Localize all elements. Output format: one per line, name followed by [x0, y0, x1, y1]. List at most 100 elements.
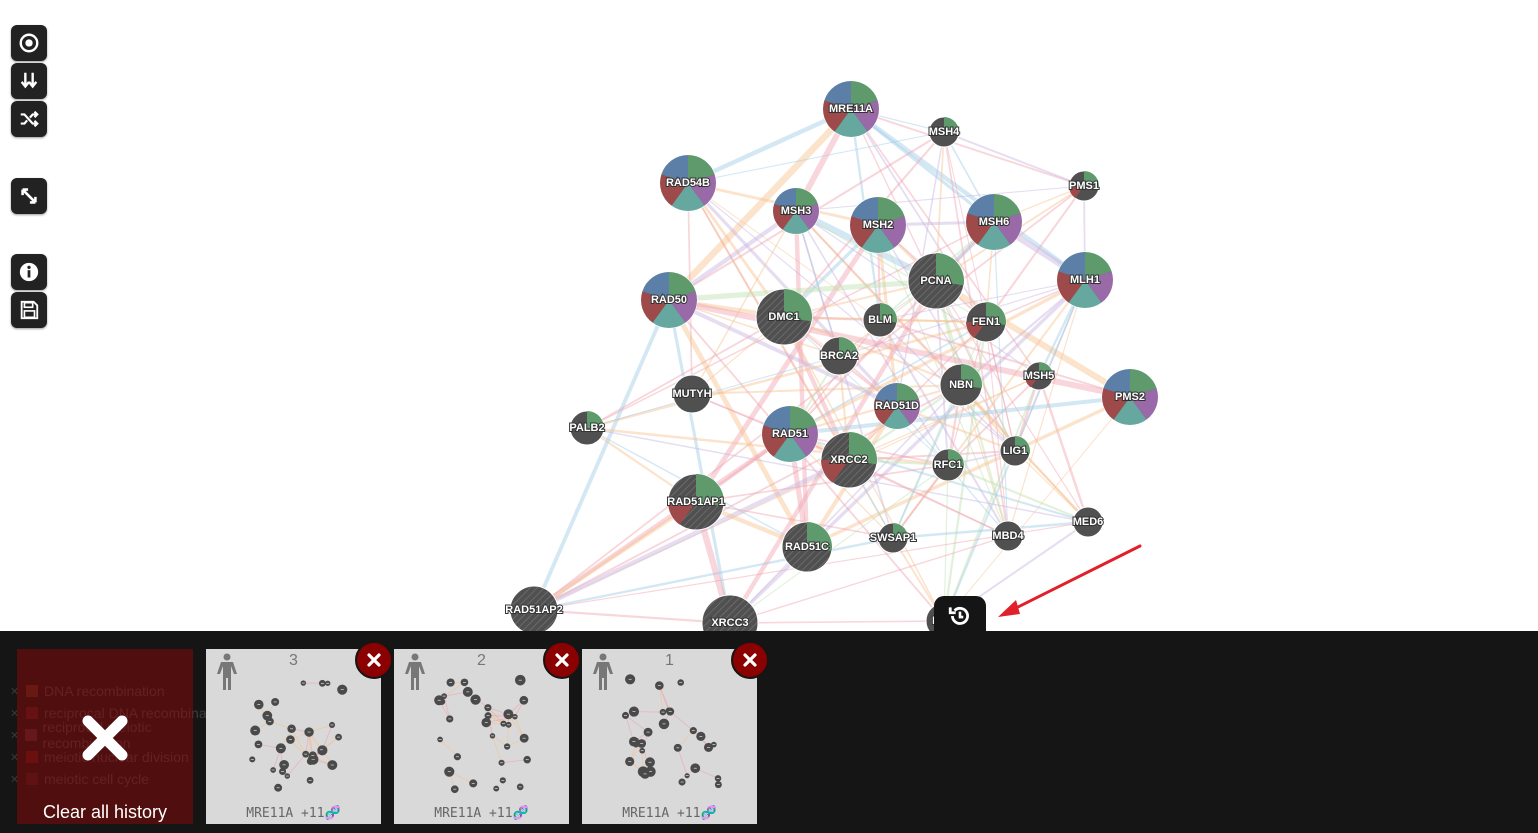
network-edge	[783, 316, 949, 466]
node-label: DMC1	[768, 311, 799, 323]
info-icon	[19, 262, 39, 282]
network-edge	[695, 501, 894, 539]
gene-node[interactable]: PMS1	[1068, 170, 1100, 202]
gene-node[interactable]: MBD4	[991, 520, 1025, 552]
history-toggle-button[interactable]	[934, 596, 986, 636]
fullscreen-button[interactable]	[11, 178, 47, 214]
network-edge	[1037, 375, 1090, 523]
network-edge	[532, 500, 698, 612]
gene-node[interactable]: RAD51C	[781, 521, 833, 573]
human-icon	[593, 653, 613, 690]
node-label: PALB2	[569, 422, 604, 434]
gene-node[interactable]: MSH5	[1023, 361, 1055, 391]
remove-icon: ✕	[10, 685, 20, 698]
gene-node[interactable]: RAD54B	[659, 154, 717, 212]
network-edge	[1014, 279, 1086, 452]
node-slice	[880, 303, 897, 323]
gene-node[interactable]: PMS2	[1101, 368, 1159, 426]
shuffle-button[interactable]	[11, 101, 47, 137]
network-edge	[668, 298, 898, 408]
gene-node[interactable]: DMC1	[755, 288, 813, 346]
gene-node[interactable]: XRCC2	[820, 431, 878, 489]
gene-node[interactable]: MUTYH	[671, 374, 713, 414]
layout-button[interactable]	[11, 63, 47, 99]
gene-node[interactable]: RFC1	[931, 448, 965, 482]
node-slice	[893, 523, 909, 541]
remove-history-button[interactable]	[731, 641, 769, 679]
gene-node[interactable]: MLH1	[1056, 251, 1114, 309]
network-edge	[666, 106, 854, 303]
network-edge	[533, 536, 894, 612]
node-label: MED6	[1073, 516, 1104, 528]
info-button[interactable]	[11, 254, 47, 290]
network-edge	[848, 459, 1009, 537]
node-slice	[967, 194, 994, 222]
node-slice	[782, 211, 810, 235]
human-icon	[217, 653, 237, 690]
node-slice	[850, 216, 878, 248]
node-label: NBN	[949, 379, 973, 391]
gene-node[interactable]: BLM	[862, 302, 898, 338]
gene-node[interactable]: FEN1	[965, 301, 1007, 343]
node-slice	[807, 522, 832, 551]
network-edge	[943, 396, 1131, 622]
network-edge	[532, 299, 671, 611]
node-label: BLM	[868, 314, 892, 326]
network-edge	[993, 221, 1009, 537]
remove-history-button[interactable]	[543, 641, 581, 679]
network-edge	[666, 298, 810, 549]
node-label: MUTYH	[672, 388, 711, 400]
network-edge	[795, 210, 962, 386]
node-slice	[1130, 369, 1157, 397]
gene-node[interactable]: RAD50	[640, 271, 698, 329]
gene-node[interactable]: BRCA2	[819, 336, 859, 376]
node-slice	[671, 183, 705, 211]
gene-node[interactable]: MSH3	[772, 187, 820, 235]
close-icon	[743, 653, 757, 667]
node-slice	[688, 155, 715, 183]
gene-node[interactable]: MSH2	[849, 196, 907, 254]
network-edge	[667, 299, 732, 624]
network-edge	[985, 185, 1085, 323]
network-edge	[1014, 450, 1089, 523]
gene-node[interactable]: PALB2	[568, 410, 606, 446]
node-slice	[874, 398, 897, 425]
remove-icon: ✕	[10, 707, 20, 720]
gene-node[interactable]: RAD51D	[873, 382, 921, 430]
network-edge	[668, 299, 945, 622]
network-edge	[668, 278, 937, 303]
remove-icon: ✕	[10, 773, 20, 786]
node-slice	[861, 225, 895, 253]
remove-history-button[interactable]	[355, 641, 393, 679]
gene-node[interactable]: RAD51AP1	[666, 473, 726, 531]
recenter-button[interactable]	[11, 25, 47, 61]
expand-icon	[21, 188, 37, 204]
gene-node[interactable]: RAD51	[761, 405, 819, 463]
node-label: PMS1	[1069, 180, 1099, 192]
gene-node[interactable]: MED6	[1072, 506, 1104, 538]
gene-node[interactable]: NBN	[939, 363, 983, 407]
node-slice	[834, 109, 868, 137]
save-button[interactable]	[11, 292, 47, 328]
gene-node[interactable]: MRE11A	[822, 80, 880, 138]
gene-node[interactable]: MSH4	[928, 116, 961, 148]
network-thumbnail	[621, 674, 722, 789]
node-slice	[790, 425, 818, 457]
network-edge	[693, 223, 881, 504]
node-slice	[897, 383, 919, 406]
gene-node[interactable]: PCNA	[907, 252, 965, 310]
network-edge	[789, 321, 987, 435]
network-edge	[533, 457, 850, 613]
node-slice	[696, 474, 725, 507]
gene-node[interactable]: RAD51AP2	[504, 585, 564, 635]
network-edge	[1007, 279, 1086, 537]
gene-node[interactable]: LIG1	[999, 435, 1031, 467]
clear-history-button[interactable]: Clear all history	[17, 649, 193, 824]
gene-node[interactable]: MSH6	[965, 193, 1023, 251]
gene-node[interactable]: SWSAP1	[869, 522, 917, 554]
